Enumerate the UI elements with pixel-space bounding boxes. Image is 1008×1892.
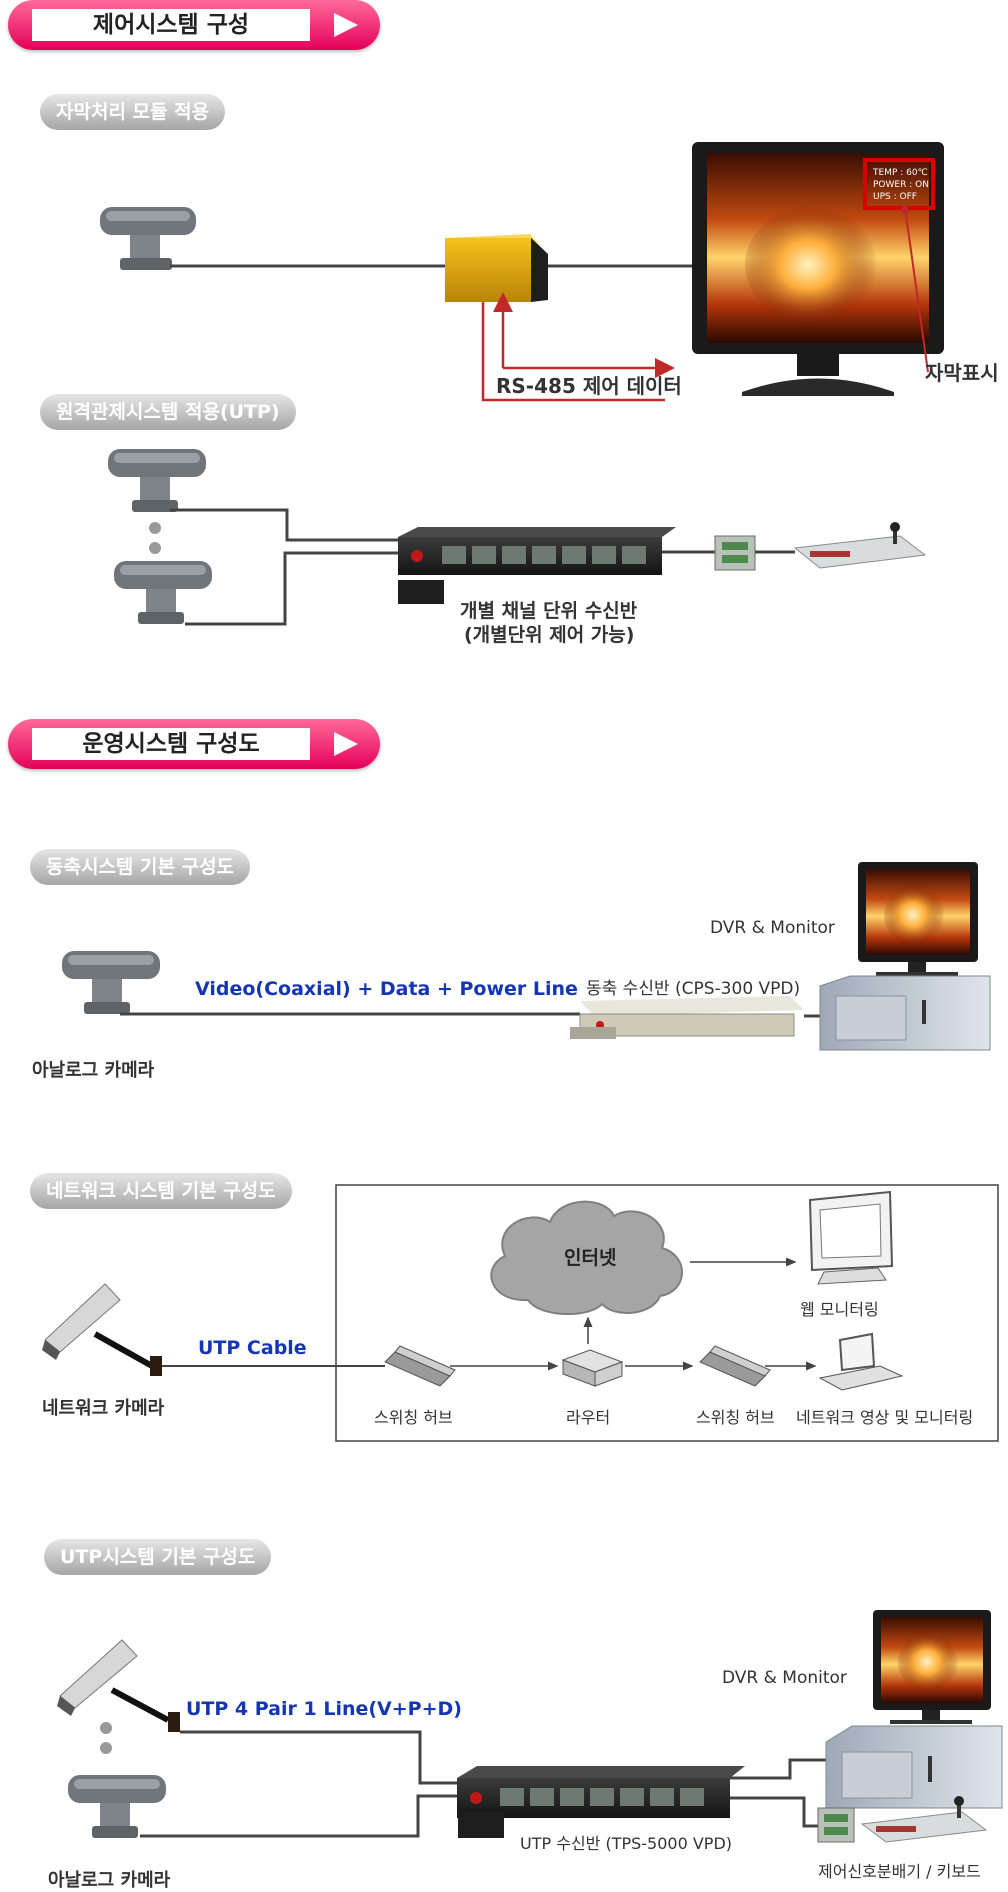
utp-receiver-icon <box>457 1766 745 1838</box>
splitter-icon <box>817 1807 855 1843</box>
receiver-rack-icon <box>398 527 676 604</box>
overlay-line: TEMP : 60℃ <box>872 168 928 178</box>
subtitle-network: 네트워크 시스템 기본 구성도 <box>30 1173 292 1209</box>
web-monitoring-label: 웹 모니터링 <box>800 1300 879 1319</box>
network-frame <box>335 1184 999 1442</box>
play-arrow-icon <box>334 13 358 37</box>
section-title: 운영시스템 구성도 <box>32 728 310 760</box>
cable-line <box>170 508 400 542</box>
camera-icon <box>108 449 206 512</box>
cloud-icon <box>490 1200 683 1315</box>
more-dot <box>149 542 161 554</box>
dvr-monitor-icon <box>825 1610 1003 1809</box>
more-dot <box>100 1742 112 1754</box>
coax-receiver-label: 동축 수신반 (CPS-300 VPD) <box>586 979 801 999</box>
overlay-line: UPS : OFF <box>873 192 917 202</box>
section-title: 제어시스템 구성 <box>32 9 310 41</box>
cable-line <box>730 1758 832 1780</box>
camera-icon <box>68 1775 166 1838</box>
utp-receiver-label: UTP 수신반 (TPS-5000 VPD) <box>520 1834 733 1853</box>
subtitle-caption: 자막처리 모듈 적용 <box>40 94 226 130</box>
network-camera-icon <box>57 1639 180 1732</box>
utp-line-label: UTP 4 Pair 1 Line(V+P+D) <box>186 1698 462 1720</box>
cable-line <box>180 1730 460 1785</box>
caption-box <box>863 158 935 210</box>
subtitle-utp: UTP시스템 기본 구성도 <box>44 1539 272 1575</box>
caption-display-label: 자막표시 <box>925 361 999 385</box>
section-header-operation: 운영시스템 구성도 <box>8 719 380 769</box>
net-monitoring-label: 네트워크 영상 및 모니터링 <box>796 1408 974 1427</box>
coax-camera-label: 아날로그 카메라 <box>32 1060 155 1081</box>
hub2-label: 스위칭 허브 <box>696 1408 775 1427</box>
camera-icon <box>62 951 160 1014</box>
coax-cable-label: Video(Coaxial) + Data + Power Line <box>195 978 578 1000</box>
router-label: 라우터 <box>566 1408 611 1427</box>
cable-line <box>140 1794 460 1838</box>
utp-cable-label: UTP Cable <box>198 1337 307 1359</box>
switching-hub-icon <box>699 1345 771 1387</box>
coax-dvr-label: DVR & Monitor <box>710 918 835 938</box>
rs485-line <box>481 302 665 402</box>
utp-dvr-label: DVR & Monitor <box>722 1668 847 1688</box>
dvr-monitor-icon <box>819 862 991 1051</box>
keyboard-controller-icon <box>860 1796 988 1843</box>
hub1-label: 스위칭 허브 <box>374 1408 453 1427</box>
more-dot <box>149 522 161 534</box>
router-icon <box>561 1349 624 1387</box>
splitter-icon <box>714 535 756 571</box>
utp-camera-label: 아날로그 카메라 <box>48 1870 171 1891</box>
subtitle-coax: 동축시스템 기본 구성도 <box>30 849 251 885</box>
camera-icon <box>114 561 212 624</box>
switching-hub-icon <box>384 1345 456 1387</box>
coax-receiver-icon <box>570 996 804 1039</box>
pointer-dot <box>901 206 909 214</box>
more-dot <box>100 1722 112 1734</box>
camera-icon <box>100 207 196 270</box>
crt-monitor-icon <box>808 1190 894 1285</box>
subtitle-remote: 원격관제시스템 적용(UTP) <box>40 394 296 430</box>
caption-module-icon <box>445 234 548 302</box>
splitter-keyboard-label: 제어신호분배기 / 키보드 <box>818 1862 981 1881</box>
cable-line <box>185 551 400 626</box>
network-camera-icon <box>42 1283 162 1376</box>
monitor-icon <box>692 142 944 396</box>
receiver-label: 개별 채널 단위 수신반 <box>460 600 638 622</box>
receiver-sublabel: (개별단위 제어 가능) <box>464 624 635 646</box>
rs485-label: RS-485 제어 데이터 <box>496 374 682 398</box>
overlay-line: POWER : ON <box>873 180 929 190</box>
section-header-control: 제어시스템 구성 <box>8 0 380 50</box>
network-camera-label: 네트워크 카메라 <box>42 1398 165 1419</box>
play-arrow-icon <box>334 732 358 756</box>
internet-label: 인터넷 <box>564 1247 617 1269</box>
caption-pointer <box>904 207 929 373</box>
keyboard-controller-icon <box>793 522 927 569</box>
laptop-monitor-icon <box>818 1332 904 1391</box>
cable-line <box>730 1796 818 1828</box>
